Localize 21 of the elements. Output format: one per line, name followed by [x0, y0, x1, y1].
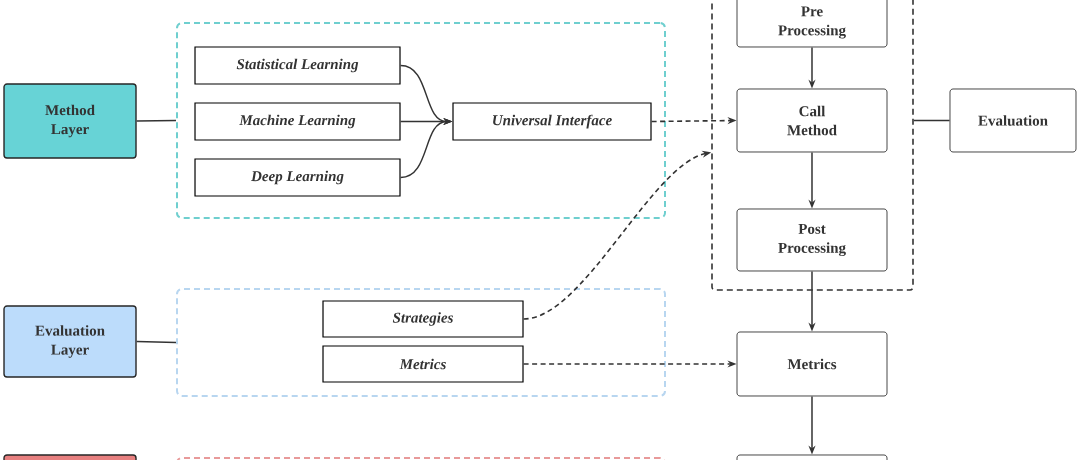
method-box: Deep Learning	[194, 158, 401, 197]
dashed-frame	[711, 0, 914, 291]
layer-box	[3, 454, 137, 460]
process-box	[736, 454, 888, 460]
layer-box: Method Layer	[3, 83, 137, 159]
method-box: Strategies	[322, 300, 524, 338]
layer-box: Evaluation Layer	[3, 305, 137, 378]
method-box: Metrics	[322, 345, 524, 383]
process-box: Call Method	[736, 88, 888, 153]
process-box: Metrics	[736, 331, 888, 397]
process-box: Evaluation	[949, 88, 1077, 153]
method-box: Universal Interface	[452, 102, 652, 141]
process-box: Pre Processing	[736, 0, 888, 48]
connector-line	[135, 340, 177, 344]
group-box	[176, 22, 666, 219]
connector-line	[135, 119, 177, 122]
group-box	[176, 288, 666, 397]
process-box: Post Processing	[736, 208, 888, 272]
method-box: Statistical Learning	[194, 46, 401, 85]
method-box: Machine Learning	[194, 102, 401, 141]
connector-line	[913, 119, 951, 122]
